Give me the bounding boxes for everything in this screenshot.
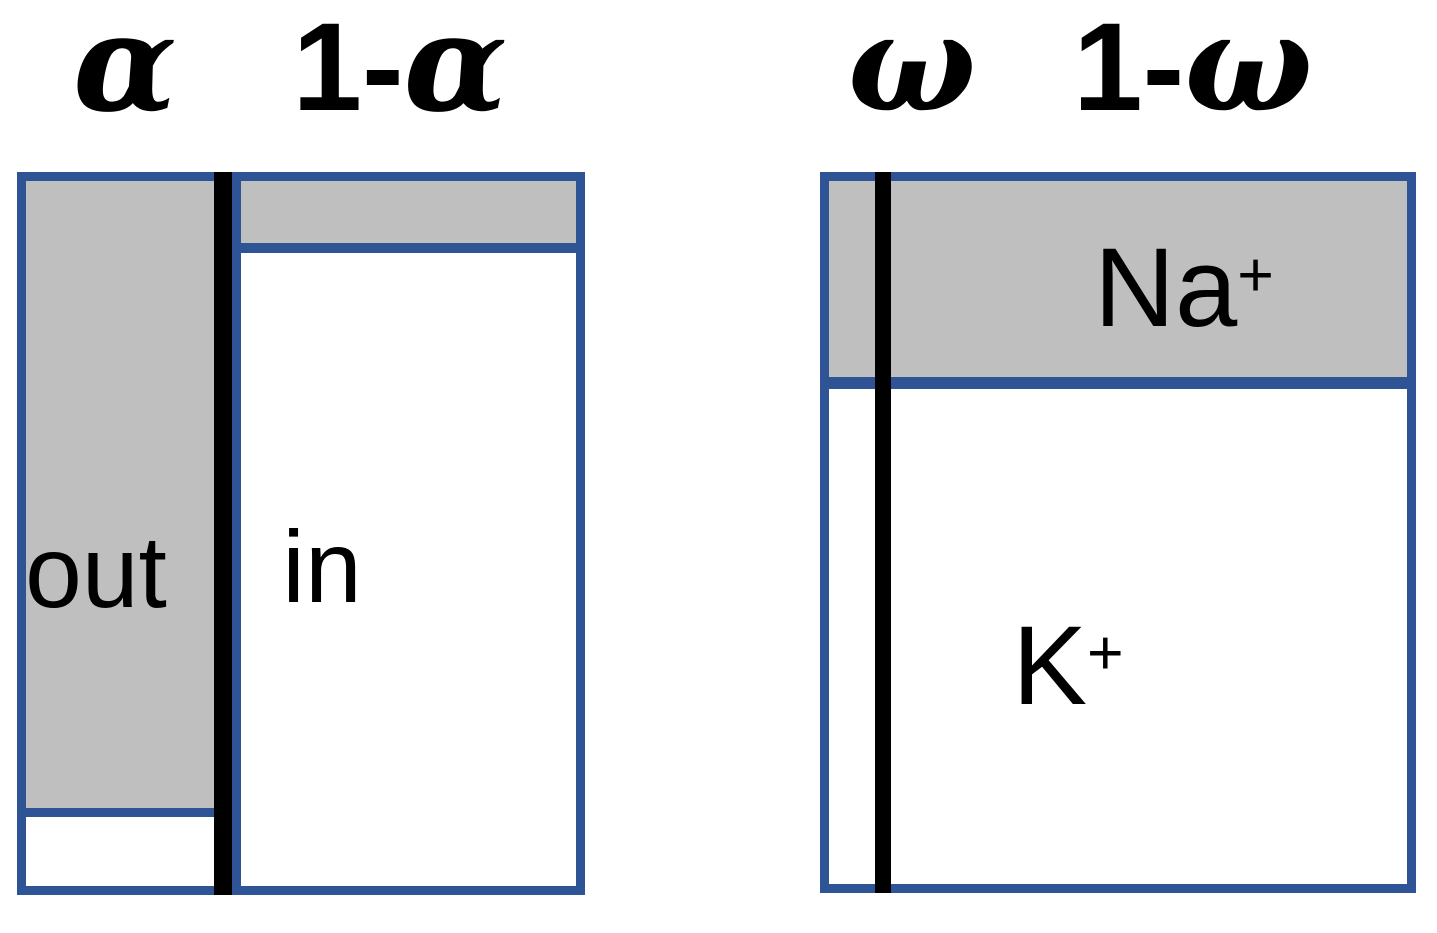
in-column-left-border (232, 172, 241, 895)
out-column-bottom-strip (26, 817, 214, 886)
one-minus-alpha-column-label: 1-α (292, 0, 507, 130)
na-base: Na (1094, 225, 1238, 350)
omega-symbol: ω (847, 0, 977, 142)
k-plus-superscript: + (1087, 617, 1124, 688)
na-label: Na+ (1094, 232, 1274, 344)
out-column-divider-line (26, 808, 214, 817)
in-column-top-gray-strip (241, 181, 576, 243)
na-k-divider-line (820, 377, 1416, 389)
in-label: in (282, 510, 362, 624)
na-region-gray-fill (829, 181, 1407, 377)
na-plus-superscript: + (1237, 239, 1274, 310)
one-minus-prefix: 1- (1073, 0, 1185, 137)
alpha-symbol: α (73, 0, 177, 142)
omega-divider-bar (875, 172, 891, 893)
in-column-divider-line (232, 243, 576, 253)
k-base: K (1012, 603, 1088, 728)
alpha-column-label: α (73, 0, 177, 130)
alpha-symbol: α (403, 0, 508, 142)
alpha-divider-bar (214, 172, 232, 895)
one-minus-omega-column-label: 1-ω (1073, 0, 1313, 130)
one-minus-prefix: 1- (292, 0, 404, 137)
omega-column-label: ω (848, 0, 977, 130)
omega-symbol: ω (1184, 0, 1313, 142)
out-region-gray-fill (26, 181, 214, 808)
k-label: K+ (1012, 610, 1123, 722)
out-label: out (25, 515, 167, 629)
